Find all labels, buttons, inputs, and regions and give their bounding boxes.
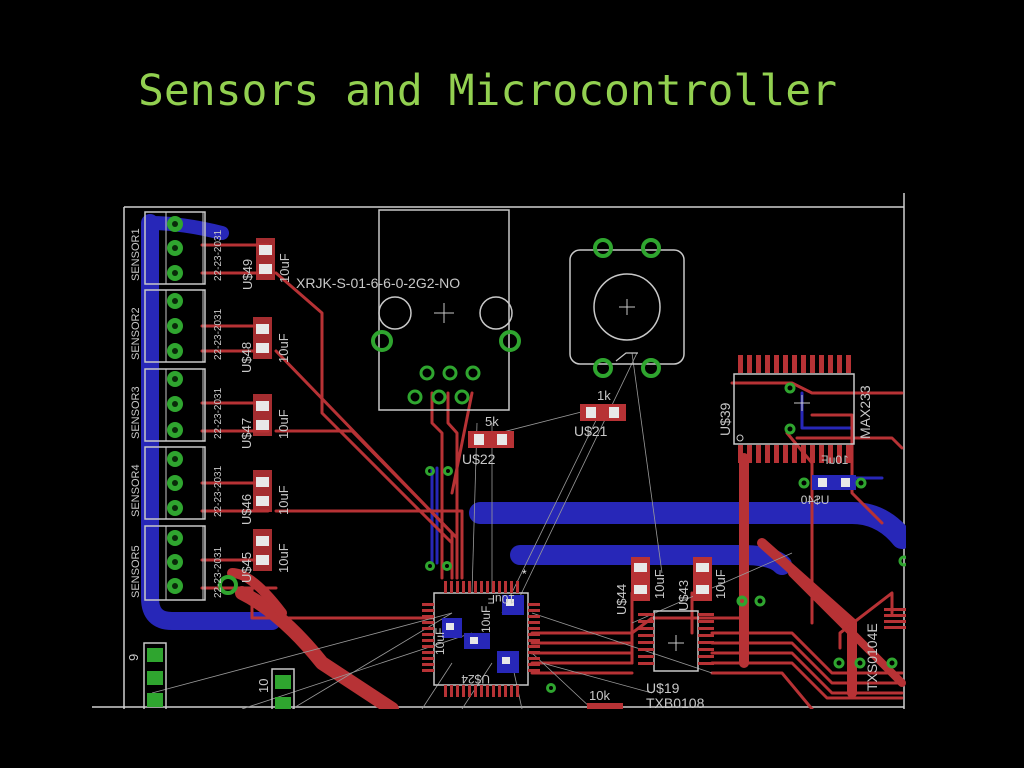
resistor [587,703,623,709]
sensor-name: SENSOR1 [130,228,142,281]
sensor-name: SENSOR5 [130,545,142,598]
sensor-connector [144,368,206,442]
connector-part-number: 22-23-2031 [213,229,224,281]
capacitor-ref: U$45 [239,552,254,583]
capacitor [631,557,650,601]
microcontroller [422,581,540,697]
capacitor-ref: U$49 [240,259,255,290]
chip-name: TXB0108 [646,695,705,709]
capacitor [253,317,272,359]
sensor-name: SENSOR3 [130,386,142,439]
mcu-component-label: 10uF [433,628,447,655]
sensor-connector [144,446,206,520]
sensor-connector [144,211,206,285]
capacitor [693,557,712,601]
pin1-marker: * [522,567,527,581]
sensor-connector [144,525,206,601]
slide-title: Sensors and Microcontroller [138,66,837,116]
mcu-component-label: U$24 [461,672,490,686]
sensor-name: SENSOR2 [130,307,142,360]
capacitor-value: 10uF [276,333,291,363]
capacitor [256,238,275,280]
top-copper-traces [200,243,906,709]
connector-part-number: 22-23-2031 [213,465,224,517]
capacitor-value: 10uF [277,253,292,283]
capacitor-value: 10uF [821,453,848,467]
capacitor-ref: U$46 [239,494,254,525]
sensor-connector [144,289,206,363]
capacitor [798,475,867,490]
txb0108-chip [638,610,714,672]
resistor-value: 10k [589,688,610,703]
capacitor-ref: U$48 [239,342,254,373]
capacitor-value: 10uF [276,485,291,515]
resistor [468,431,514,448]
sensor-connectors [144,211,238,601]
header-9 [143,642,167,709]
capacitor [253,529,272,571]
max233-chip [733,355,855,463]
sensor-capacitors [253,238,275,571]
header-label: 10 [256,679,271,693]
sensor-name: SENSOR4 [130,464,142,517]
ethernet-jack [371,209,521,411]
capacitor-ref: U$47 [239,418,254,449]
capacitor [253,470,272,512]
push-button [569,238,685,378]
connector-part-number: 22-23-2031 [213,308,224,360]
chip-name: MAX233 [857,385,873,439]
resistor-ref: U$22 [462,451,496,467]
header-label: 9 [126,654,141,661]
resistor-value: 5k [485,414,499,429]
connector-part-number: 22-23-2031 [213,546,224,598]
capacitor [253,394,272,436]
chip-name: TXS0104E [864,623,880,691]
board-outline [92,193,905,709]
capacitor-value: 10uF [652,569,667,599]
pcb-layout: SENSOR1 SENSOR2 SENSOR3 SENSOR4 SENSOR5 … [92,193,906,709]
airwires [151,352,793,709]
capacitor-value: 10uF [276,543,291,573]
connector-part-number: 22-23-2031 [213,387,224,439]
ethernet-jack-label: XRJK-S-01-6-6-0-2G2-NO [296,275,460,291]
resistor-ref: U$21 [574,423,608,439]
txs0104e-chip [833,555,906,669]
header-10 [271,668,295,709]
mcu-component-label: 10uF [479,606,493,633]
vias [425,466,747,693]
resistor-value: 1k [597,388,611,403]
chip-ref: U$39 [717,402,733,436]
capacitor-ref: U$44 [614,584,629,615]
mcu-component-label: 10uF [488,592,515,606]
capacitor-ref: U$40 [800,493,829,507]
capacitor-ref: U$43 [676,580,691,611]
resistor [580,404,626,421]
chip-ref: U$19 [646,680,680,696]
capacitor-value: 10uF [276,409,291,439]
capacitor-value: 10uF [713,569,728,599]
